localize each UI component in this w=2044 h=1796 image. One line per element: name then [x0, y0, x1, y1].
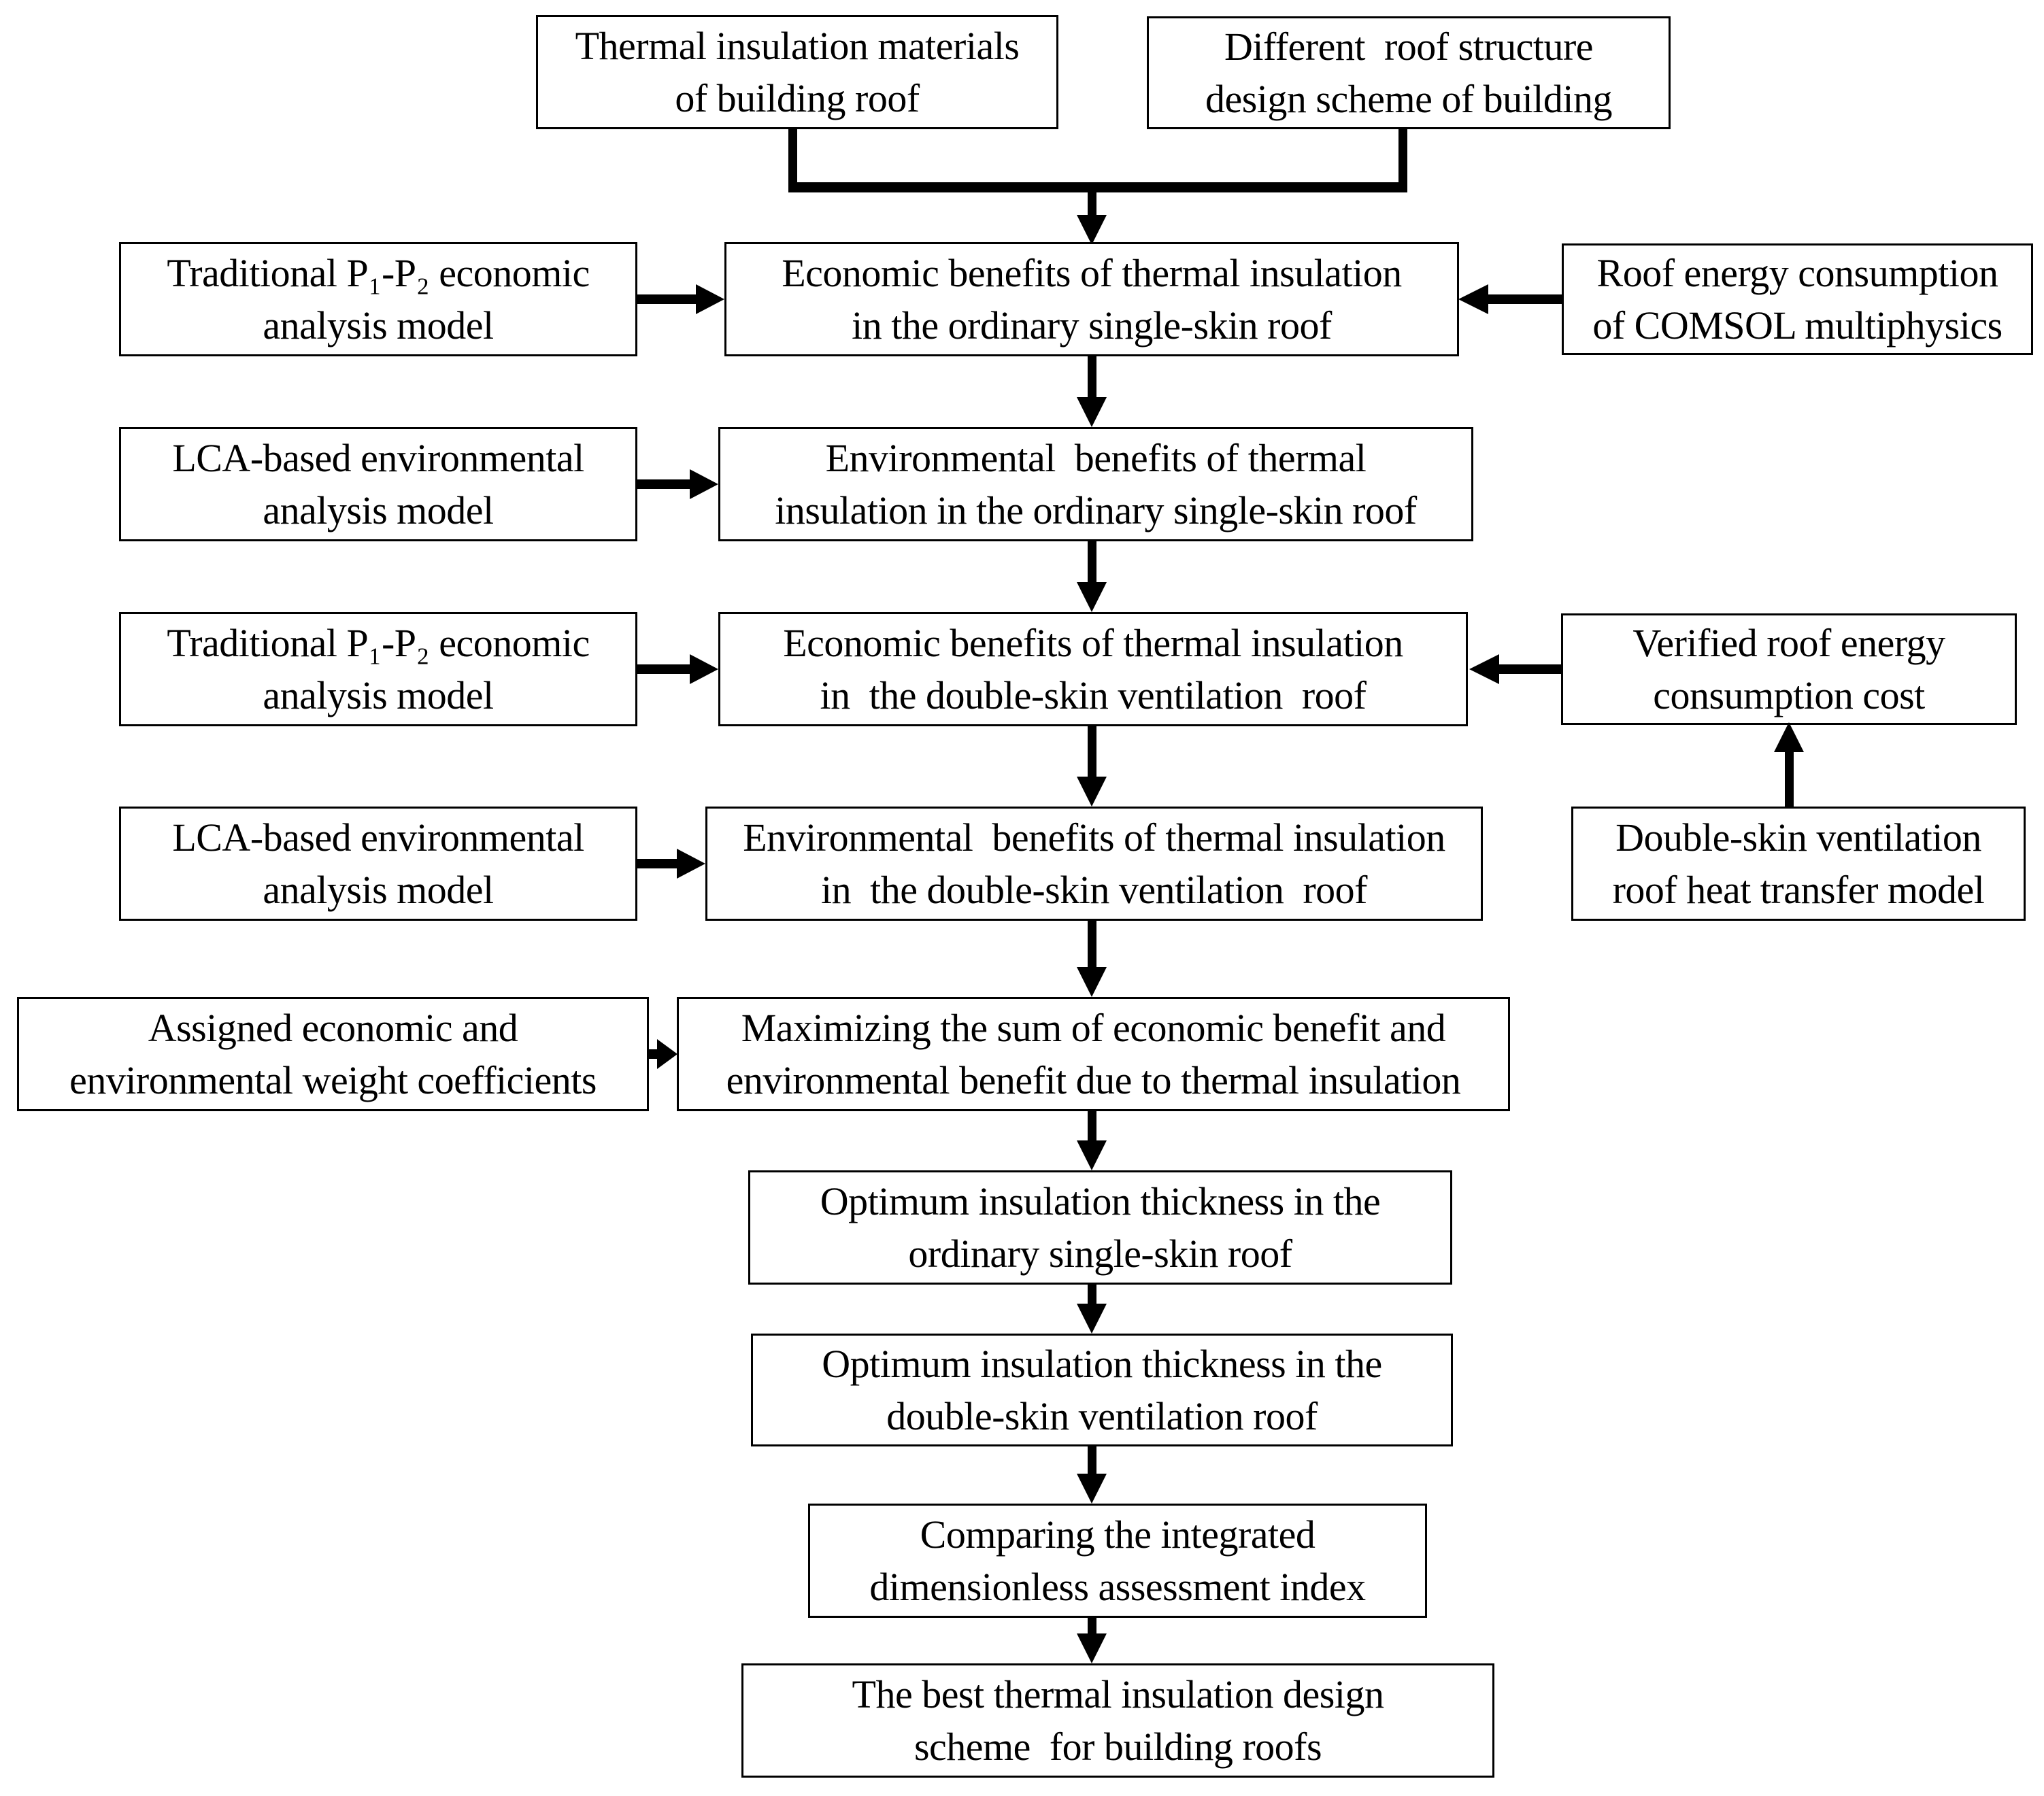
arrow-s5-s6-head — [1077, 967, 1107, 997]
node-lca-environmental-model-bottom: LCA-based environmental analysis model — [119, 807, 637, 921]
node-verified-energy-cost-line2: consumption cost — [1653, 673, 1925, 717]
node-weight-coefficients-line2: environmental weight coefficients — [69, 1058, 597, 1102]
node-best-design-scheme-line1: The best thermal insulation design — [852, 1672, 1384, 1716]
arrow-weights-stem — [649, 1049, 658, 1059]
node-environmental-benefits-double-skin-line2: in the double-skin ventilation roof — [820, 868, 1368, 912]
node-lca-environmental-model-top: LCA-based environmental analysis model — [119, 427, 637, 541]
node-thermal-insulation-materials-line1: Thermal insulation materials — [575, 24, 1020, 68]
node-economic-benefits-single-skin: Economic benefits of thermal insulation … — [724, 242, 1459, 356]
node-environmental-benefits-single-skin: Environmental benefits of thermal insula… — [718, 427, 1473, 541]
arrow-s4-s5-stem — [1088, 726, 1096, 778]
node-economic-benefits-single-skin-line2: in the ordinary single-skin roof — [852, 303, 1332, 348]
arrow-s5-s6-stem — [1088, 921, 1096, 968]
arrow-p1p2-top-head — [696, 284, 724, 314]
arrow-merge-down-head — [1077, 215, 1107, 245]
arrow-lca-bottom-stem — [637, 859, 678, 868]
node-comsol-energy-consumption-line2: of COMSOL multiphysics — [1592, 303, 2003, 348]
arrow-s6-s7-head — [1077, 1140, 1107, 1170]
arrow-s2-s3-stem — [1088, 356, 1096, 399]
arrow-merge-right-stem — [1398, 129, 1407, 192]
arrow-p1p2-top-stem — [637, 294, 697, 304]
node-lca-environmental-model-top-line2: analysis model — [263, 488, 494, 532]
arrow-s8-s9-stem — [1088, 1446, 1096, 1475]
arrow-s4-s5-head — [1077, 777, 1107, 807]
node-p1p2-economic-model-top-line1: Traditional P₁-P₂ economic — [167, 251, 590, 295]
node-heat-transfer-model-line2: roof heat transfer model — [1612, 868, 1985, 912]
arrow-p1p2-bottom-head — [690, 654, 718, 684]
node-p1p2-economic-model-top-line2: analysis model — [263, 303, 494, 348]
node-roof-structure-scheme-line2: design scheme of building — [1205, 77, 1613, 121]
node-verified-energy-cost-line1: Verified roof energy — [1632, 621, 1945, 665]
node-economic-benefits-double-skin-line1: Economic benefits of thermal insulation — [783, 621, 1403, 665]
arrow-heat-transfer-head — [1774, 722, 1804, 752]
node-maximizing-benefit-sum-line1: Maximizing the sum of economic benefit a… — [741, 1006, 1446, 1050]
node-comparing-assessment-index-line2: dimensionless assessment index — [869, 1565, 1366, 1609]
arrow-s3-s4-stem — [1088, 541, 1096, 583]
node-roof-structure-scheme-line1: Different roof structure — [1224, 24, 1594, 69]
node-lca-environmental-model-bottom-line2: analysis model — [263, 868, 494, 912]
arrow-merge-down-stem — [1088, 191, 1096, 218]
node-thermal-insulation-materials: Thermal insulation materials of building… — [536, 15, 1058, 129]
node-environmental-benefits-double-skin-line1: Environmental benefits of thermal insula… — [743, 815, 1445, 860]
arrow-p1p2-bottom-stem — [637, 664, 691, 674]
node-comsol-energy-consumption: Roof energy consumption of COMSOL multip… — [1562, 243, 2033, 355]
node-optimum-thickness-single-skin-line2: ordinary single-skin roof — [908, 1232, 1292, 1276]
arrow-verified-cost-stem — [1499, 664, 1562, 674]
arrow-s9-s10-head — [1077, 1633, 1107, 1663]
arrow-weights-head — [657, 1039, 677, 1069]
node-optimum-thickness-single-skin-line1: Optimum insulation thickness in the — [820, 1179, 1381, 1223]
arrow-s8-s9-head — [1077, 1474, 1107, 1504]
node-economic-benefits-single-skin-line1: Economic benefits of thermal insulation — [782, 251, 1402, 295]
node-weight-coefficients-line1: Assigned economic and — [148, 1006, 518, 1050]
arrow-merge-left-stem — [788, 129, 797, 192]
arrow-merge-bar — [788, 182, 1407, 192]
node-comparing-assessment-index-line1: Comparing the integrated — [920, 1512, 1316, 1557]
arrow-comsol-stem — [1488, 294, 1562, 304]
node-best-design-scheme: The best thermal insulation design schem… — [741, 1663, 1494, 1778]
node-heat-transfer-model-line1: Double-skin ventilation — [1615, 815, 1981, 860]
node-p1p2-economic-model-top: Traditional P₁-P₂ economic analysis mode… — [119, 242, 637, 356]
arrow-lca-top-stem — [637, 479, 691, 489]
node-optimum-thickness-double-skin-line2: double-skin ventilation roof — [886, 1394, 1318, 1438]
node-heat-transfer-model: Double-skin ventilation roof heat transf… — [1571, 807, 2026, 921]
node-comparing-assessment-index: Comparing the integrated dimensionless a… — [808, 1504, 1427, 1618]
arrow-s7-s8-stem — [1088, 1285, 1096, 1305]
node-optimum-thickness-single-skin: Optimum insulation thickness in the ordi… — [748, 1170, 1452, 1285]
arrow-lca-bottom-head — [677, 849, 705, 879]
arrow-s7-s8-head — [1077, 1304, 1107, 1334]
arrow-verified-cost-head — [1469, 654, 1499, 684]
arrow-s9-s10-stem — [1088, 1618, 1096, 1635]
arrow-s6-s7-stem — [1088, 1111, 1096, 1142]
node-economic-benefits-double-skin: Economic benefits of thermal insulation … — [718, 612, 1468, 726]
node-lca-environmental-model-top-line1: LCA-based environmental — [172, 436, 584, 480]
arrow-lca-top-head — [690, 469, 718, 499]
node-p1p2-economic-model-bottom-line2: analysis model — [263, 673, 494, 717]
node-p1p2-economic-model-bottom-line1: Traditional P₁-P₂ economic — [167, 621, 590, 665]
node-maximizing-benefit-sum: Maximizing the sum of economic benefit a… — [677, 997, 1510, 1111]
node-lca-environmental-model-bottom-line1: LCA-based environmental — [172, 815, 584, 860]
node-roof-structure-scheme: Different roof structure design scheme o… — [1147, 16, 1671, 129]
node-maximizing-benefit-sum-line2: environmental benefit due to thermal ins… — [726, 1058, 1461, 1102]
node-environmental-benefits-single-skin-line2: insulation in the ordinary single-skin r… — [775, 488, 1417, 532]
node-weight-coefficients: Assigned economic and environmental weig… — [17, 997, 649, 1111]
arrow-s3-s4-head — [1077, 582, 1107, 612]
node-optimum-thickness-double-skin: Optimum insulation thickness in the doub… — [751, 1334, 1453, 1446]
node-p1p2-economic-model-bottom: Traditional P₁-P₂ economic analysis mode… — [119, 612, 637, 726]
node-environmental-benefits-single-skin-line1: Environmental benefits of thermal — [825, 436, 1367, 480]
arrow-comsol-head — [1458, 284, 1488, 314]
node-thermal-insulation-materials-line2: of building roof — [675, 76, 920, 120]
node-comsol-energy-consumption-line1: Roof energy consumption — [1596, 251, 1998, 295]
node-optimum-thickness-double-skin-line1: Optimum insulation thickness in the — [822, 1342, 1382, 1386]
node-best-design-scheme-line2: scheme for building roofs — [914, 1725, 1322, 1769]
arrow-s2-s3-head — [1077, 397, 1107, 427]
node-environmental-benefits-double-skin: Environmental benefits of thermal insula… — [705, 807, 1483, 921]
node-verified-energy-cost: Verified roof energy consumption cost — [1561, 613, 2017, 725]
node-economic-benefits-double-skin-line2: in the double-skin ventilation roof — [820, 673, 1367, 717]
arrow-heat-transfer-stem — [1785, 752, 1794, 807]
